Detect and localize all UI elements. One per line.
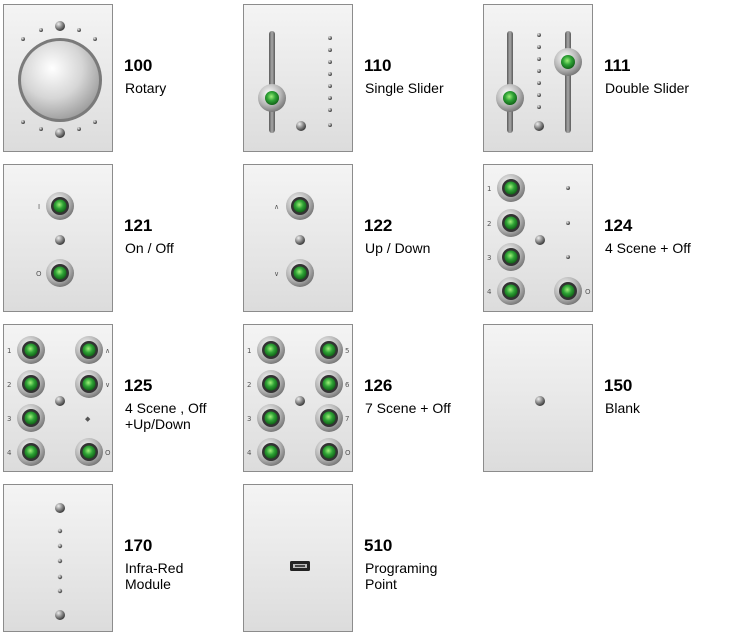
rotary-illustration (18, 21, 102, 138)
module-code: 100 (124, 56, 153, 75)
programing-point-panel (243, 484, 353, 632)
module-150: 150 Blank (480, 320, 720, 472)
seven-scene-off-illustration: 1 2 3 4 5 6 7 O (247, 336, 351, 466)
module-111: 111 Double Slider (480, 0, 720, 152)
svg-text:4: 4 (7, 449, 12, 457)
module-description: Blank (605, 400, 641, 416)
module-code: 510 (364, 536, 393, 555)
on-off-illustration: I O (36, 192, 74, 287)
rotary-panel (3, 4, 113, 152)
infra-red-panel (3, 484, 113, 632)
four-scene-off-illustration: 1 2 3 4 O (487, 174, 591, 305)
svg-text:O: O (345, 449, 351, 457)
single-slider-panel (243, 4, 353, 152)
svg-text:1: 1 (7, 347, 11, 355)
double-slider-panel (483, 4, 593, 152)
module-code: 110 (364, 56, 392, 75)
module-description: Double Slider (605, 80, 690, 96)
module-code: 124 (604, 216, 633, 235)
module-description: Rotary (125, 80, 167, 96)
svg-text:1: 1 (247, 347, 251, 355)
svg-text:7: 7 (345, 415, 349, 423)
svg-text:4: 4 (487, 288, 492, 296)
module-code: 125 (124, 376, 153, 395)
double-slider-illustration (496, 31, 582, 133)
module-126: 1 2 3 4 5 6 7 O 126 7 Scene + Off (240, 320, 480, 472)
on-off-panel: I O (3, 164, 113, 312)
svg-text:2: 2 (247, 381, 251, 389)
module-code: 170 (124, 536, 153, 555)
svg-text:∨: ∨ (105, 381, 110, 389)
svg-text:3: 3 (487, 254, 491, 262)
svg-text:1: 1 (487, 185, 491, 193)
single-slider-illustration (258, 31, 332, 133)
four-scene-updown-illustration: 1 2 3 4 ∧ ∨ ◆ O (7, 336, 111, 466)
module-125: 1 2 3 4 ∧ ∨ ◆ O 125 4 Scene , Off+Up/Dow… (0, 320, 240, 472)
module-100: 100 Rotary (0, 0, 240, 152)
module-description: 7 Scene + Off (365, 400, 451, 416)
svg-text:O: O (36, 270, 42, 278)
module-code: 122 (364, 216, 393, 235)
programing-point-illustration (290, 561, 310, 571)
svg-text:3: 3 (7, 415, 11, 423)
svg-text:∧: ∧ (105, 347, 110, 355)
svg-text:O: O (105, 449, 111, 457)
module-description: On / Off (125, 240, 174, 256)
svg-text:2: 2 (487, 220, 491, 228)
infra-red-illustration (55, 503, 65, 620)
module-description: Up / Down (365, 240, 431, 256)
svg-text:2: 2 (7, 381, 11, 389)
svg-text:6: 6 (345, 381, 350, 389)
blank-panel (483, 324, 593, 472)
svg-text:◆: ◆ (85, 415, 91, 423)
module-code: 150 (604, 376, 633, 395)
four-scene-updown-panel: 1 2 3 4 ∧ ∨ ◆ O (3, 324, 113, 472)
seven-scene-off-panel: 1 2 3 4 5 6 7 O (243, 324, 353, 472)
module-code: 111 (604, 56, 631, 75)
svg-text:∧: ∧ (274, 203, 279, 211)
module-code: 126 (364, 376, 393, 395)
svg-text:O: O (585, 288, 591, 296)
svg-text:∨: ∨ (274, 270, 279, 278)
module-124: 1 2 3 4 O 124 4 Scene + Off (480, 160, 720, 312)
module-121: I O 121 On / Off (0, 160, 240, 312)
svg-text:4: 4 (247, 449, 252, 457)
module-description: 4 Scene + Off (605, 240, 691, 256)
module-122: ∧ ∨ 122 Up / Down (240, 160, 480, 312)
module-110: 110 Single Slider (240, 0, 480, 152)
up-down-panel: ∧ ∨ (243, 164, 353, 312)
module-description: Single Slider (365, 80, 444, 96)
blank-illustration (535, 396, 545, 406)
up-down-illustration: ∧ ∨ (274, 192, 314, 287)
module-description: 4 Scene , Off+Up/Down (125, 400, 207, 432)
svg-text:5: 5 (345, 347, 349, 355)
four-scene-off-panel: 1 2 3 4 O (483, 164, 593, 312)
module-code: 121 (124, 216, 153, 235)
svg-text:I: I (38, 203, 40, 211)
svg-text:3: 3 (247, 415, 251, 423)
